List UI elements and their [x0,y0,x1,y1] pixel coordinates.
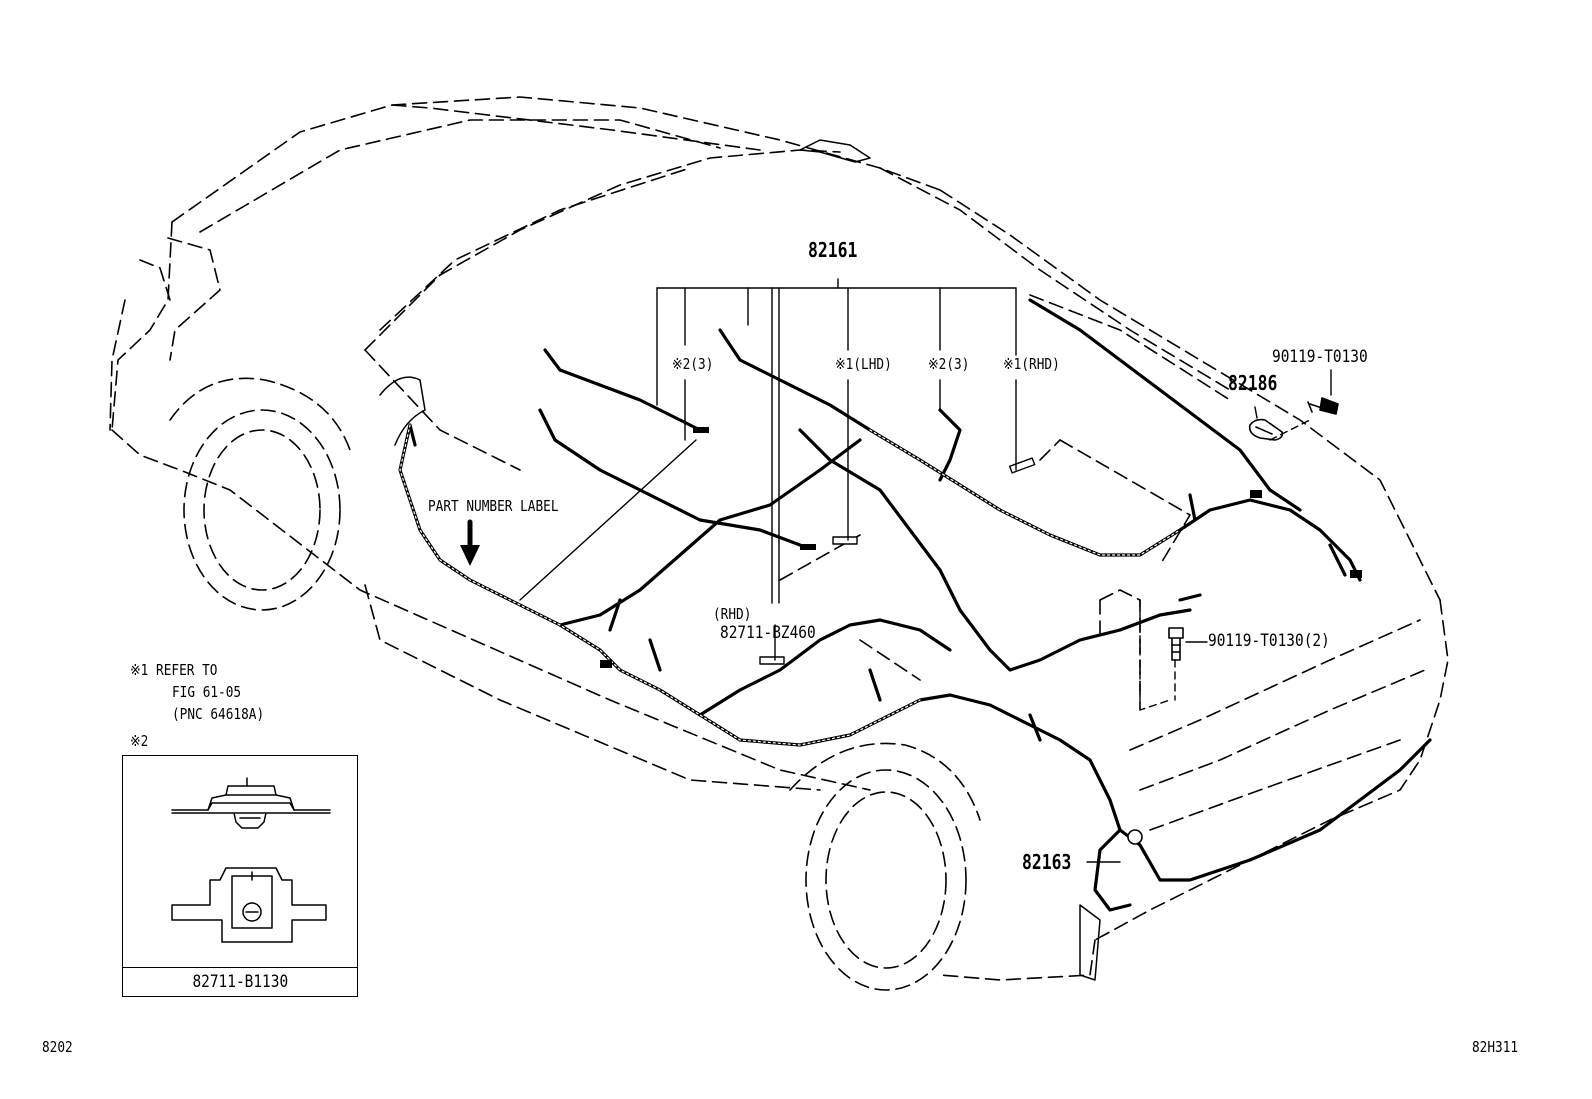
note-2-marker: ※2 [130,732,149,750]
connectors [600,427,1362,845]
figure-number-left: 8202 [42,1038,73,1056]
inset-caption-box: 82711-B1130 [123,967,357,996]
part-82711-bz460-label: 82711-BZ460 [720,623,816,643]
dashed-leaders [1139,419,1311,711]
car-body-outline [109,96,1449,981]
part-82163-label: 82163 [1022,850,1072,874]
ref-note-2-b: ※2(3) [928,355,970,373]
figure-number-right: 82H311 [1472,1038,1519,1056]
note-1-line-3: (PNC 64618A) [172,705,265,723]
part-82186-label: 82186 [1228,371,1278,395]
bolt-90119-top-icon [1307,397,1339,415]
note-1-line-2: FIG 61-05 [172,683,242,701]
leader-lines [519,278,1332,863]
part-number-label-callout: PART NUMBER LABEL [428,497,559,515]
bolt-90119-mid-icon [1168,627,1184,661]
part-90119-t0130-mid-label: 90119-T0130(2) [1208,631,1330,651]
part-90119-t0130-top-label: 90119-T0130 [1272,347,1368,367]
part-82161-label: 82161 [808,238,858,262]
clip-detail-inset: 82711-B1130 [122,755,358,997]
ref-note-1-lhd: ※1(LHD) [835,355,892,373]
ref-note-2-a: ※2(3) [672,355,714,373]
solid-details [379,139,1101,981]
rhd-marker: (RHD) [713,605,752,623]
front-wheel [169,377,351,611]
rear-wheel [789,742,981,991]
part-82711-b1130-label: 82711-B1130 [192,971,288,992]
inset-clip-drawing [171,777,331,943]
part-number-arrow [460,519,480,566]
clip-82186-icon [1248,418,1284,441]
harness-sheath [399,424,1181,746]
ref-note-1-rhd: ※1(RHD) [1003,355,1060,373]
note-1-line-1: ※1 REFER TO [130,661,218,679]
